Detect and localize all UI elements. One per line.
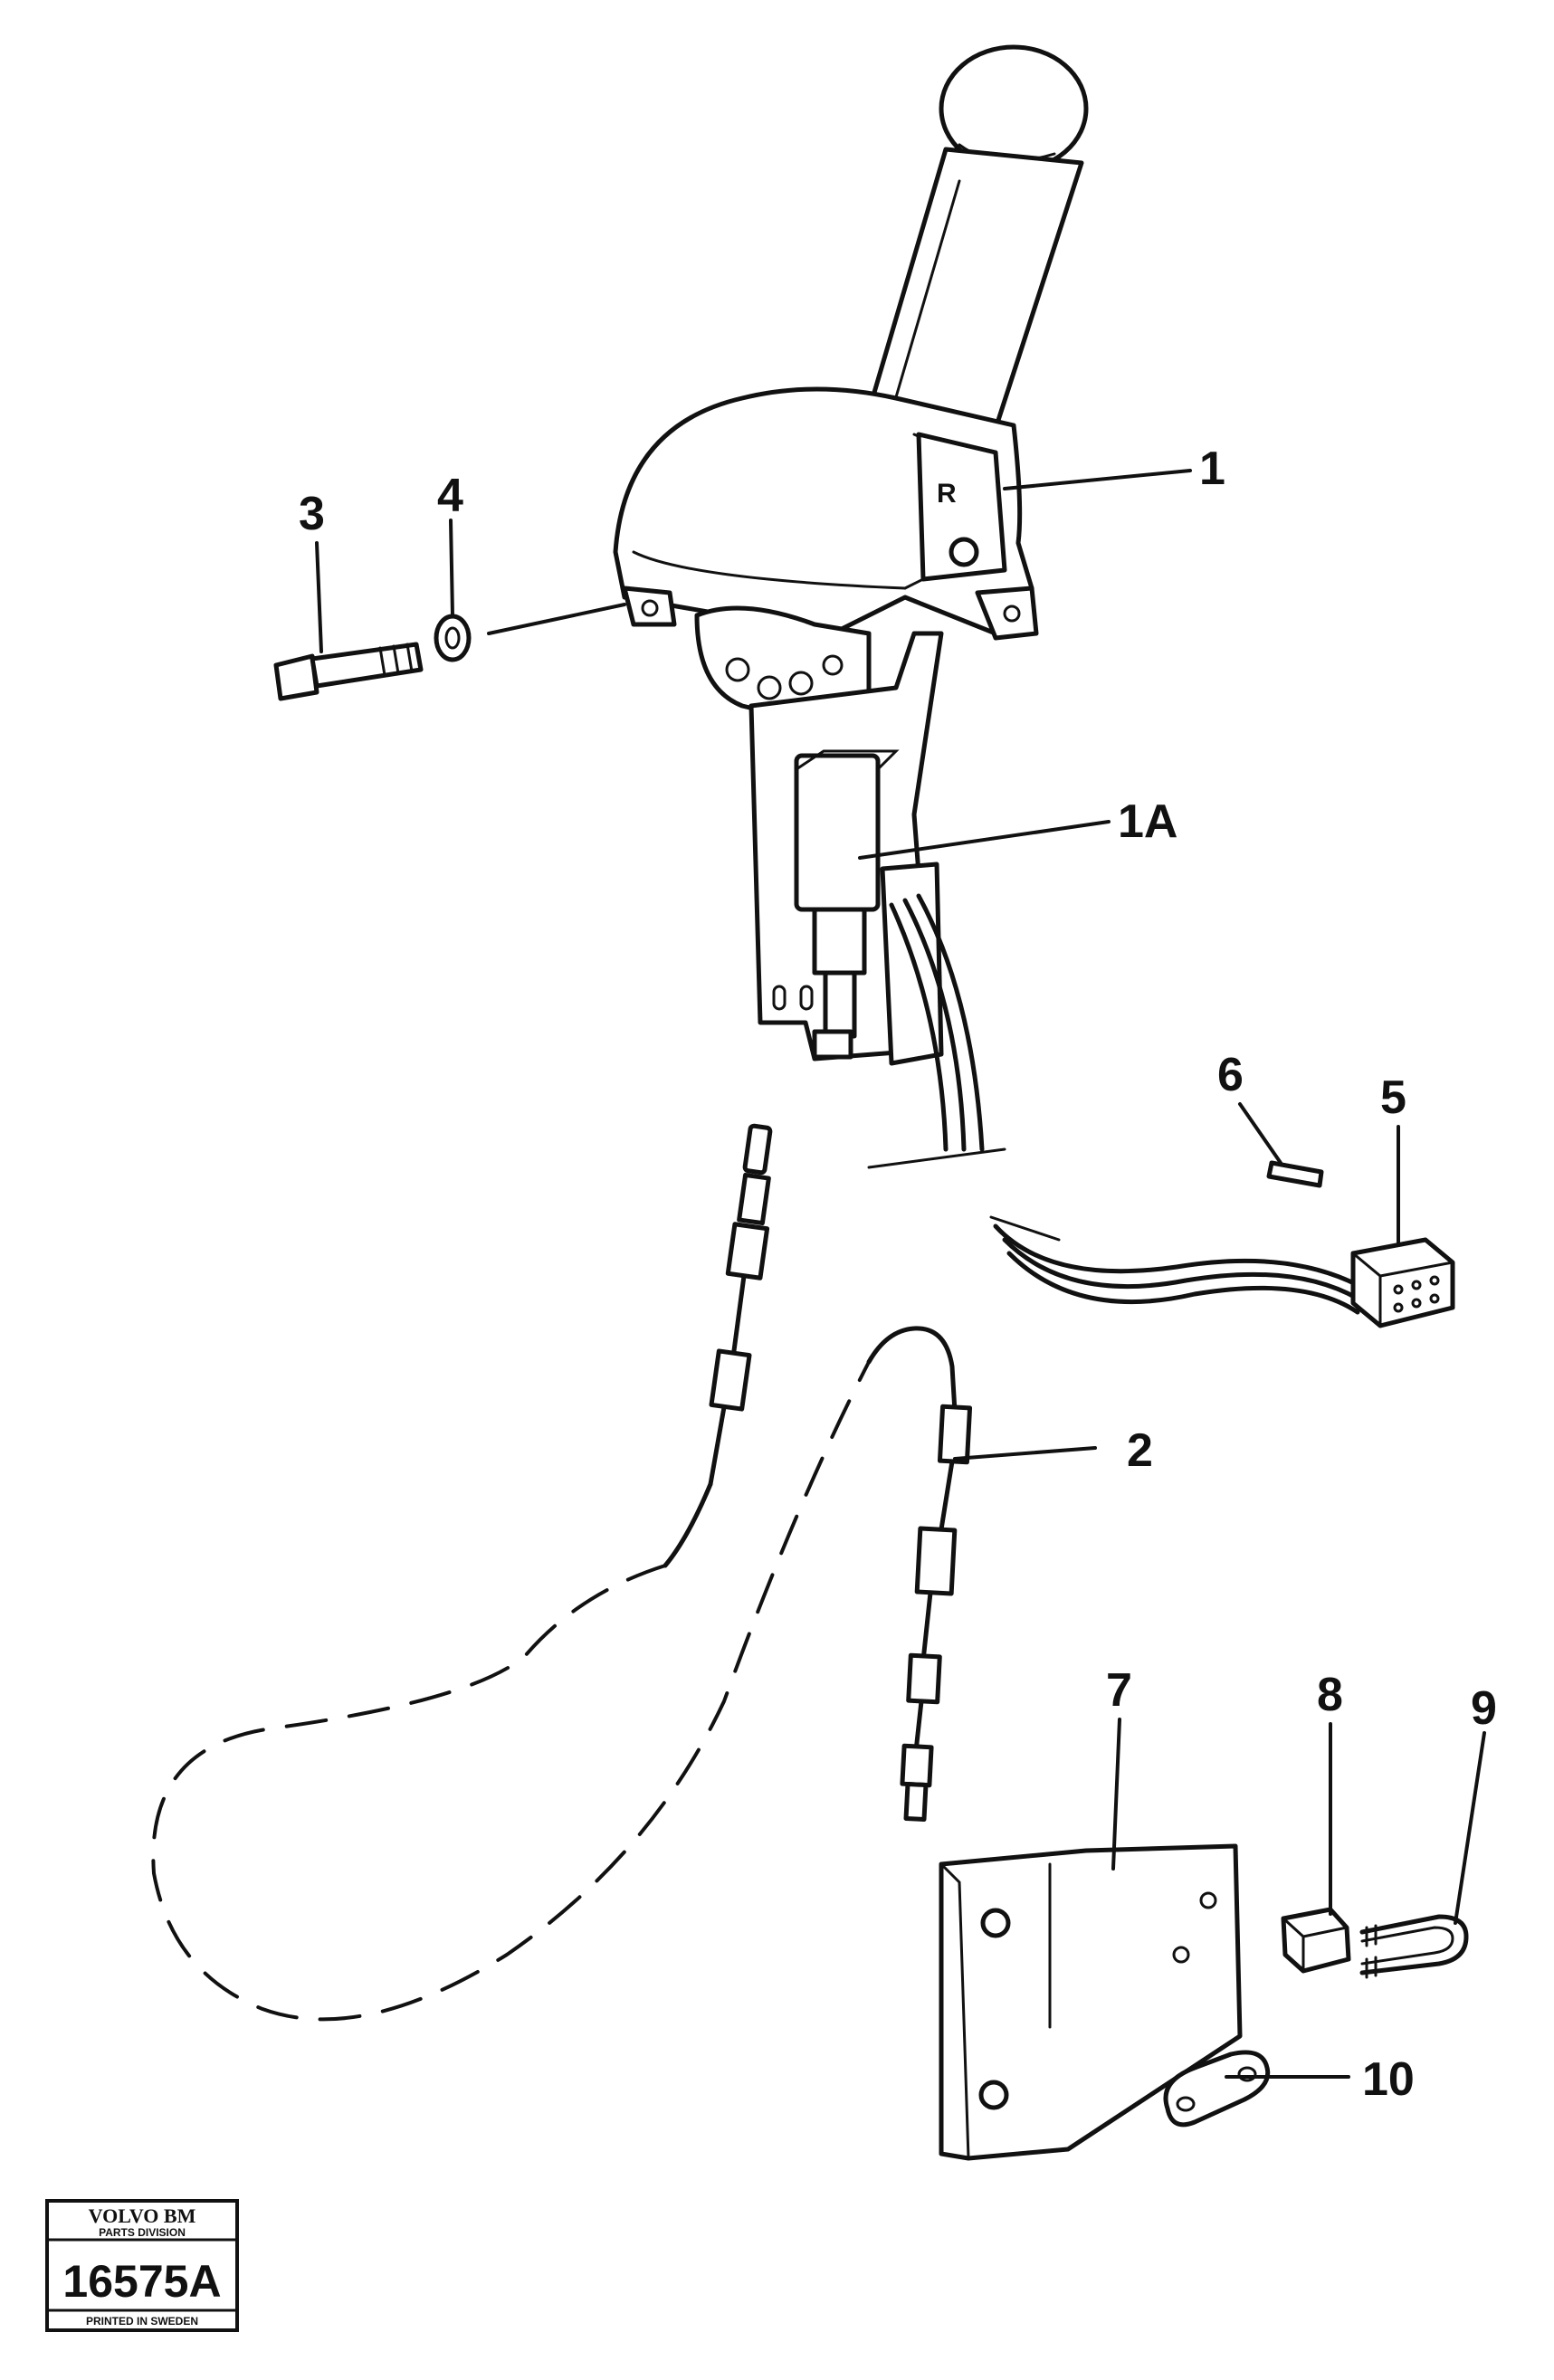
callout-6: 6 <box>1217 1049 1244 1101</box>
control-cable <box>151 1123 973 2022</box>
connector-housing <box>1350 1237 1455 1328</box>
cable-run-dashed <box>151 1360 871 2022</box>
link-plate <box>1163 2050 1271 2128</box>
callout-8: 8 <box>1317 1669 1343 1721</box>
leader-2 <box>953 1446 1097 1461</box>
volvo-bm-stamp: VOLVO BM PARTS DIVISION 16575A PRINTED I… <box>45 2199 239 2332</box>
bolt <box>273 642 424 701</box>
callout-3: 3 <box>299 488 325 540</box>
callout-1: 1 <box>1199 443 1225 495</box>
control-lever-assembly: R <box>613 44 1360 1315</box>
lever-marking-r: R <box>937 479 957 509</box>
gate-plate <box>916 432 1007 582</box>
leader-3 <box>315 541 323 653</box>
washer <box>434 614 472 662</box>
leader-1 <box>1003 469 1192 490</box>
leader-1a <box>858 820 1111 860</box>
terminal-pin <box>1266 1160 1324 1188</box>
u-bolt <box>1359 1914 1469 1979</box>
callout-4: 4 <box>437 470 463 522</box>
leader-4-dash <box>487 603 626 635</box>
leader-4 <box>449 519 454 617</box>
mounting-bracket <box>939 1843 1243 2161</box>
callout-10: 10 <box>1362 2053 1415 2106</box>
stamp-printed: PRINTED IN SWEDEN <box>86 2315 198 2328</box>
leader-7 <box>1111 1718 1121 1871</box>
callout-9: 9 <box>1471 1682 1497 1735</box>
callout-1a: 1A <box>1118 795 1177 848</box>
stamp-brand: VOLVO BM <box>89 2204 196 2227</box>
cable-clamp <box>1281 1907 1351 1974</box>
leader-6 <box>1238 1102 1282 1165</box>
stamp-division: PARTS DIVISION <box>99 2226 186 2239</box>
leader-9 <box>1454 1731 1486 1925</box>
callout-2: 2 <box>1127 1424 1153 1477</box>
callout-7: 7 <box>1106 1664 1132 1717</box>
stamp-number: 16575A <box>62 2256 221 2307</box>
callout-5: 5 <box>1380 1071 1406 1124</box>
neutral-switch <box>794 753 881 912</box>
